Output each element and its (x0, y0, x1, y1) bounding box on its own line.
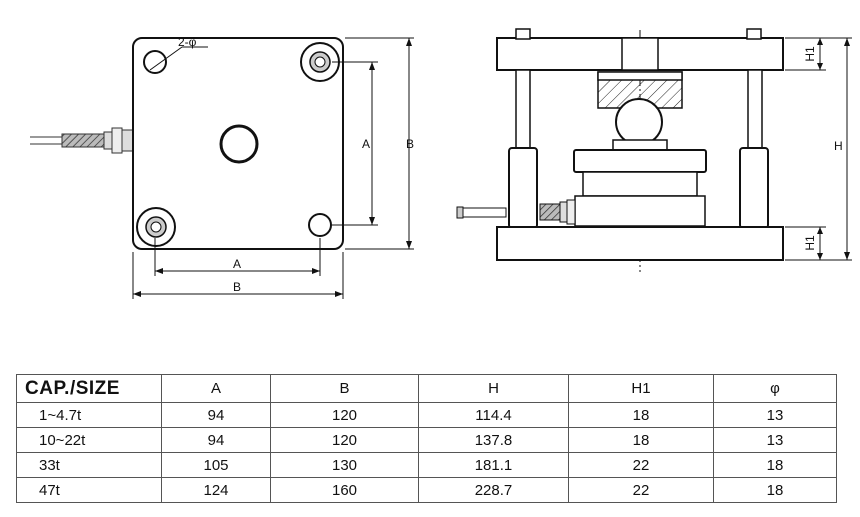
cell-h: 228.7 (418, 477, 569, 503)
load-cell-base (574, 195, 706, 227)
cell-a: 124 (161, 477, 271, 503)
center-hole (219, 124, 259, 164)
mount-hole-bottom-right (308, 213, 332, 237)
cell-a: 94 (161, 427, 271, 453)
cable (30, 127, 134, 154)
cell-a: 105 (161, 452, 271, 478)
cell-h1: 18 (568, 427, 714, 453)
cell-cap: 47t (16, 477, 162, 503)
header-b: B (270, 374, 419, 403)
header-h1: H1 (568, 374, 714, 403)
load-cell-body (582, 171, 698, 197)
table-row: 47t 124 160 228.7 22 18 (16, 477, 837, 503)
cell-phi: 13 (713, 402, 837, 428)
side-view: H1 H1 H (456, 28, 852, 272)
header-phi: φ (713, 374, 837, 403)
table-row: 10~22t 94 120 137.8 18 13 (16, 427, 837, 453)
table-row: 33t 105 130 181.1 22 18 (16, 452, 837, 478)
header-h: H (418, 374, 569, 403)
dim-h1-top: H1 (803, 46, 817, 62)
header-cap-size: CAP./SIZE (16, 374, 162, 403)
cell-b: 130 (270, 452, 419, 478)
cell-cap: 33t (16, 452, 162, 478)
bolt-top-right (300, 42, 340, 82)
load-ball (615, 98, 663, 146)
top-view: 2-φ A B A B (30, 35, 414, 299)
side-connector (456, 199, 576, 225)
dim-a-horizontal: A (233, 257, 241, 271)
load-cell-top (573, 149, 707, 173)
cell-h1: 22 (568, 477, 714, 503)
cell-h: 137.8 (418, 427, 569, 453)
cell-phi: 18 (713, 477, 837, 503)
dim-h: H (834, 139, 843, 153)
cell-b: 120 (270, 427, 419, 453)
spec-table: CAP./SIZE A B H H1 φ 1~4.7t 94 120 114.4… (16, 374, 837, 503)
side-bottom-plate (496, 226, 784, 261)
technical-drawing: 2-φ A B A B (30, 28, 852, 299)
cell-cap: 10~22t (16, 427, 162, 453)
mount-hole-top-left (143, 50, 167, 74)
cell-h1: 22 (568, 452, 714, 478)
cell-phi: 18 (713, 452, 837, 478)
cell-phi: 13 (713, 427, 837, 453)
table-header-row: CAP./SIZE A B H H1 φ (16, 374, 837, 403)
cell-b: 160 (270, 477, 419, 503)
cell-h1: 18 (568, 402, 714, 428)
cell-b: 120 (270, 402, 419, 428)
cell-a: 94 (161, 402, 271, 428)
dim-b-horizontal: B (233, 280, 241, 294)
bolt-bottom-left (136, 207, 176, 247)
cell-cap: 1~4.7t (16, 402, 162, 428)
header-a: A (161, 374, 271, 403)
dim-b-vertical: B (406, 137, 414, 151)
right-guide-rod (747, 69, 763, 151)
hole-callout: 2-φ (178, 35, 197, 49)
left-guide-rod (515, 69, 531, 151)
left-post (508, 147, 538, 229)
table-row: 1~4.7t 94 120 114.4 18 13 (16, 402, 837, 428)
dim-a-vertical: A (362, 137, 370, 151)
dim-h1-bottom: H1 (803, 235, 817, 251)
cell-h: 114.4 (418, 402, 569, 428)
cell-h: 181.1 (418, 452, 569, 478)
right-post (739, 147, 769, 229)
